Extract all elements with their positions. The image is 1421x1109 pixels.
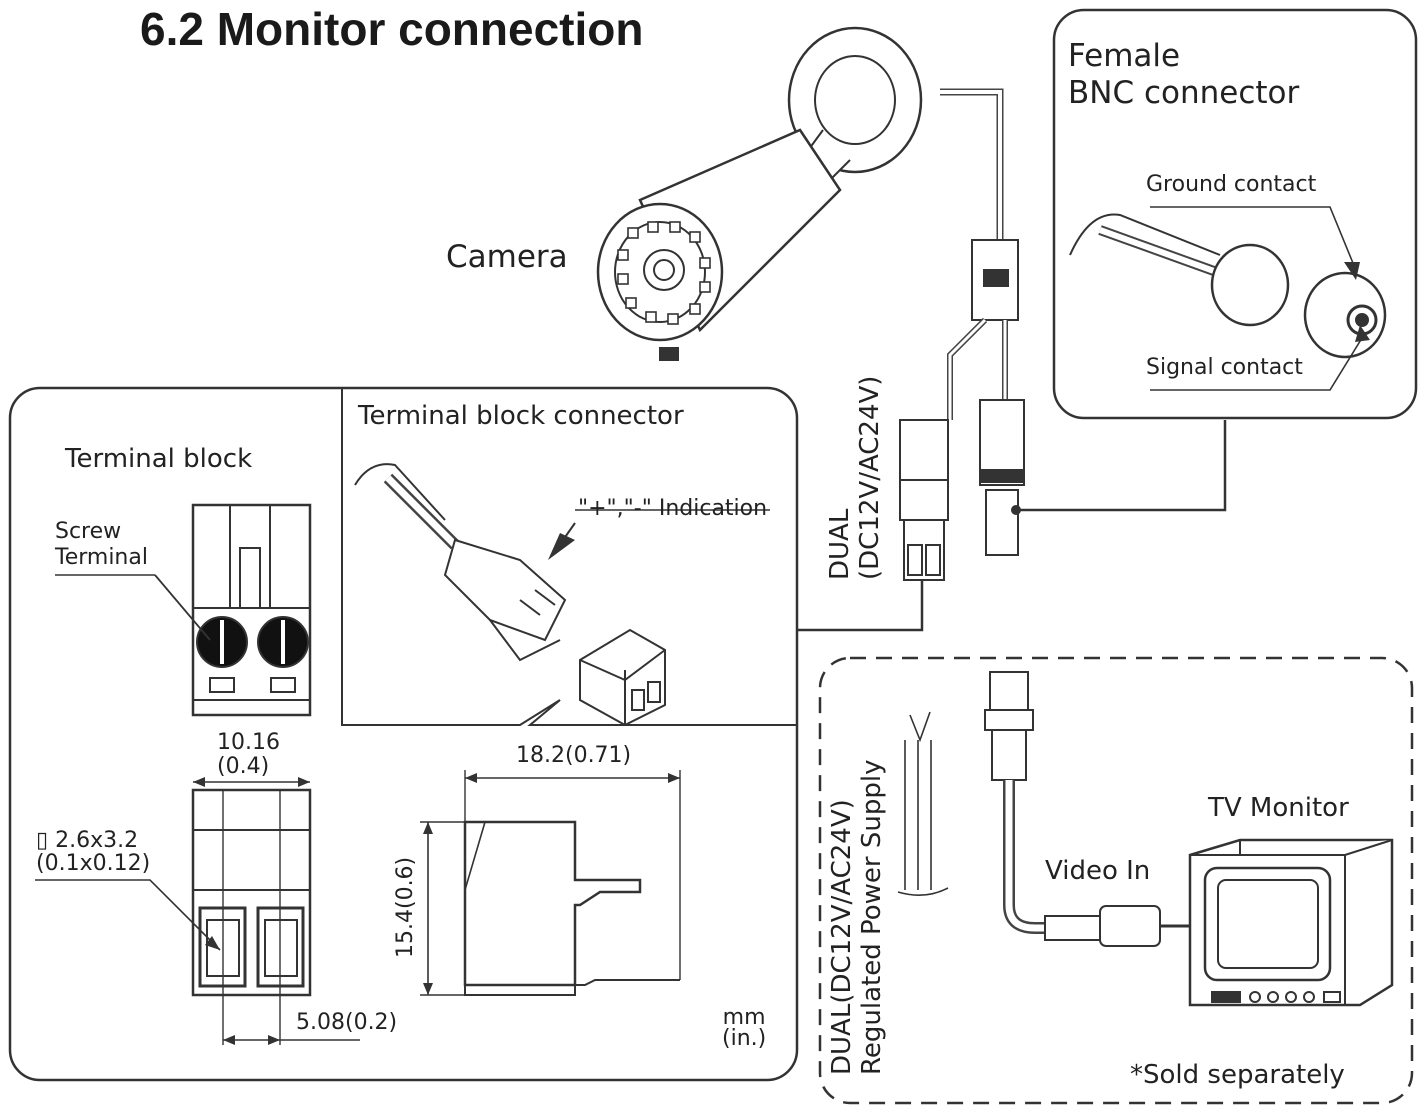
height-dimension: 15.4(0.6) xyxy=(393,856,418,958)
dual-power-label: DUAL (DC12V/AC24V) xyxy=(825,375,886,580)
pitch-dimension: 5.08(0.2) xyxy=(296,1010,398,1035)
camera-drawing xyxy=(596,26,923,361)
sold-separately-panel xyxy=(818,656,1414,1105)
unit-label: mm (in.) xyxy=(722,1005,767,1051)
bnc-label-line1: Female xyxy=(1068,38,1181,74)
psu-line2: Regulated Power Supply xyxy=(856,759,887,1075)
terminal-panel xyxy=(8,386,799,1082)
dual-line1: DUAL xyxy=(825,508,855,580)
width-line2: (0.4) xyxy=(217,754,270,780)
hole-dimension: ▯ 2.6x3.2 (0.1x0.12) xyxy=(36,829,150,875)
hole-line1: ▯ 2.6x3.2 xyxy=(36,828,139,853)
terminal-block-connector-label: Terminal block connector xyxy=(358,401,684,431)
signal-contact-label: Signal contact xyxy=(1146,355,1303,380)
bnc-connector-label: Female BNC connector xyxy=(1068,38,1299,111)
connector-subpanel xyxy=(341,388,797,726)
sold-separately-note: *Sold separately xyxy=(1130,1060,1345,1090)
terminal-block-label: Terminal block xyxy=(65,444,253,474)
unit-line1: mm xyxy=(722,1005,766,1030)
bnc-label-line2: BNC connector xyxy=(1068,74,1300,111)
screw-label-line1: Screw xyxy=(55,519,122,544)
tv-monitor-label: TV Monitor xyxy=(1208,793,1349,823)
length-dimension: 18.2(0.71) xyxy=(516,743,632,768)
screw-terminal-label: Screw Terminal xyxy=(55,519,148,570)
width-dimension: 10.16 (0.4) xyxy=(217,730,280,780)
power-supply-label: DUAL(DC12V/AC24V) Regulated Power Supply xyxy=(827,759,888,1075)
video-in-label: Video In xyxy=(1045,856,1151,886)
page-title: 6.2 Monitor connection xyxy=(140,3,644,55)
hole-line2: (0.1x0.12) xyxy=(36,851,151,877)
psu-line1: DUAL(DC12V/AC24V) xyxy=(827,799,857,1075)
camera-label: Camera xyxy=(446,239,568,275)
dual-line2: (DC12V/AC24V) xyxy=(854,375,885,580)
tv-monitor-drawing xyxy=(1188,838,1394,1007)
width-line1: 10.16 xyxy=(217,730,280,755)
polarity-indication-label: "+","-" Indication xyxy=(578,496,768,521)
unit-line2: (in.) xyxy=(722,1025,767,1051)
screw-label-line2: Terminal xyxy=(55,544,148,570)
ground-contact-label: Ground contact xyxy=(1146,172,1317,197)
bnc-panel xyxy=(1052,8,1418,420)
